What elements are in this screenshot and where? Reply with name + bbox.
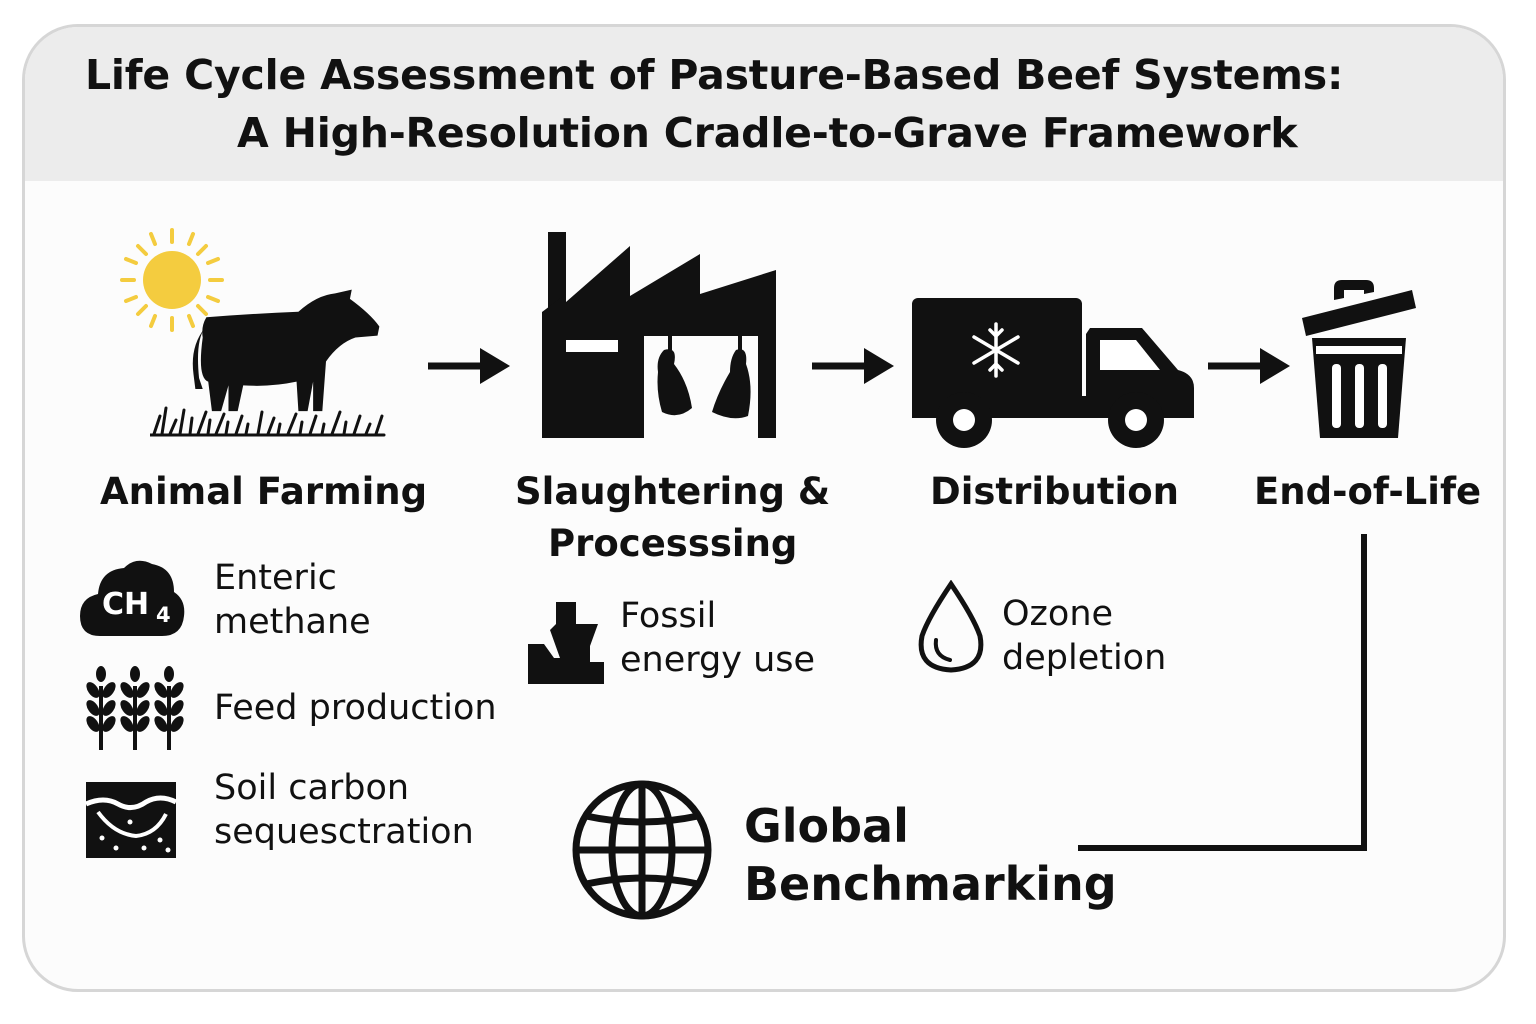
factory-icon [542, 232, 776, 438]
stage-label-end-of-life: End-of-Life [1254, 470, 1482, 513]
impact-fossil-line-1: Fossil [620, 596, 717, 636]
impact-enteric-line-1: Enteric [214, 558, 337, 598]
svg-text:CH: CH [102, 587, 149, 622]
wheat-icon [86, 666, 187, 750]
droplet-icon [918, 580, 984, 673]
impact-soil-line-2: sequesctration [214, 812, 474, 852]
cow-icon [150, 289, 386, 437]
impact-feed-production: Feed production [214, 688, 497, 728]
soil-icon [84, 782, 178, 858]
globe-icon [572, 780, 712, 920]
stage-label-animal-farming: Animal Farming [100, 470, 428, 513]
arrow-icon-3 [1208, 348, 1290, 384]
title-band [25, 27, 1503, 181]
impact-ozone-line-1: Ozone [1002, 594, 1114, 634]
impact-ozone-line-2: depletion [1002, 638, 1167, 678]
refrigerated-truck-icon [912, 298, 1194, 448]
global-benchmarking-line-1: Global [744, 799, 909, 853]
impact-enteric-line-2: methane [214, 602, 371, 642]
connector-line [1078, 534, 1367, 851]
fossil-energy-icon [528, 602, 604, 684]
methane-cloud-icon: CH 4 [80, 560, 185, 636]
title-line-1: Life Cycle Assessment of Pasture-Based B… [85, 51, 1344, 99]
diagram-card: Life Cycle Assessment of Pasture-Based B… [22, 24, 1506, 992]
impact-soil-line-1: Soil carbon [214, 768, 410, 808]
svg-text:4: 4 [156, 603, 171, 627]
arrow-icon-2 [812, 348, 894, 384]
title-line-2: A High-Resolution Cradle-to-Grave Framew… [237, 109, 1298, 157]
sun-icon [120, 228, 224, 332]
trash-can-icon [1302, 280, 1416, 438]
stage-label-slaughtering-line-1: Slaughtering & [515, 470, 831, 513]
global-benchmarking-line-2: Benchmarking [744, 857, 1117, 911]
arrow-icon-1 [428, 348, 510, 384]
stage-label-slaughtering-line-2: Processsing [548, 522, 798, 565]
impact-fossil-line-2: energy use [620, 640, 816, 680]
stage-label-distribution: Distribution [930, 470, 1179, 513]
